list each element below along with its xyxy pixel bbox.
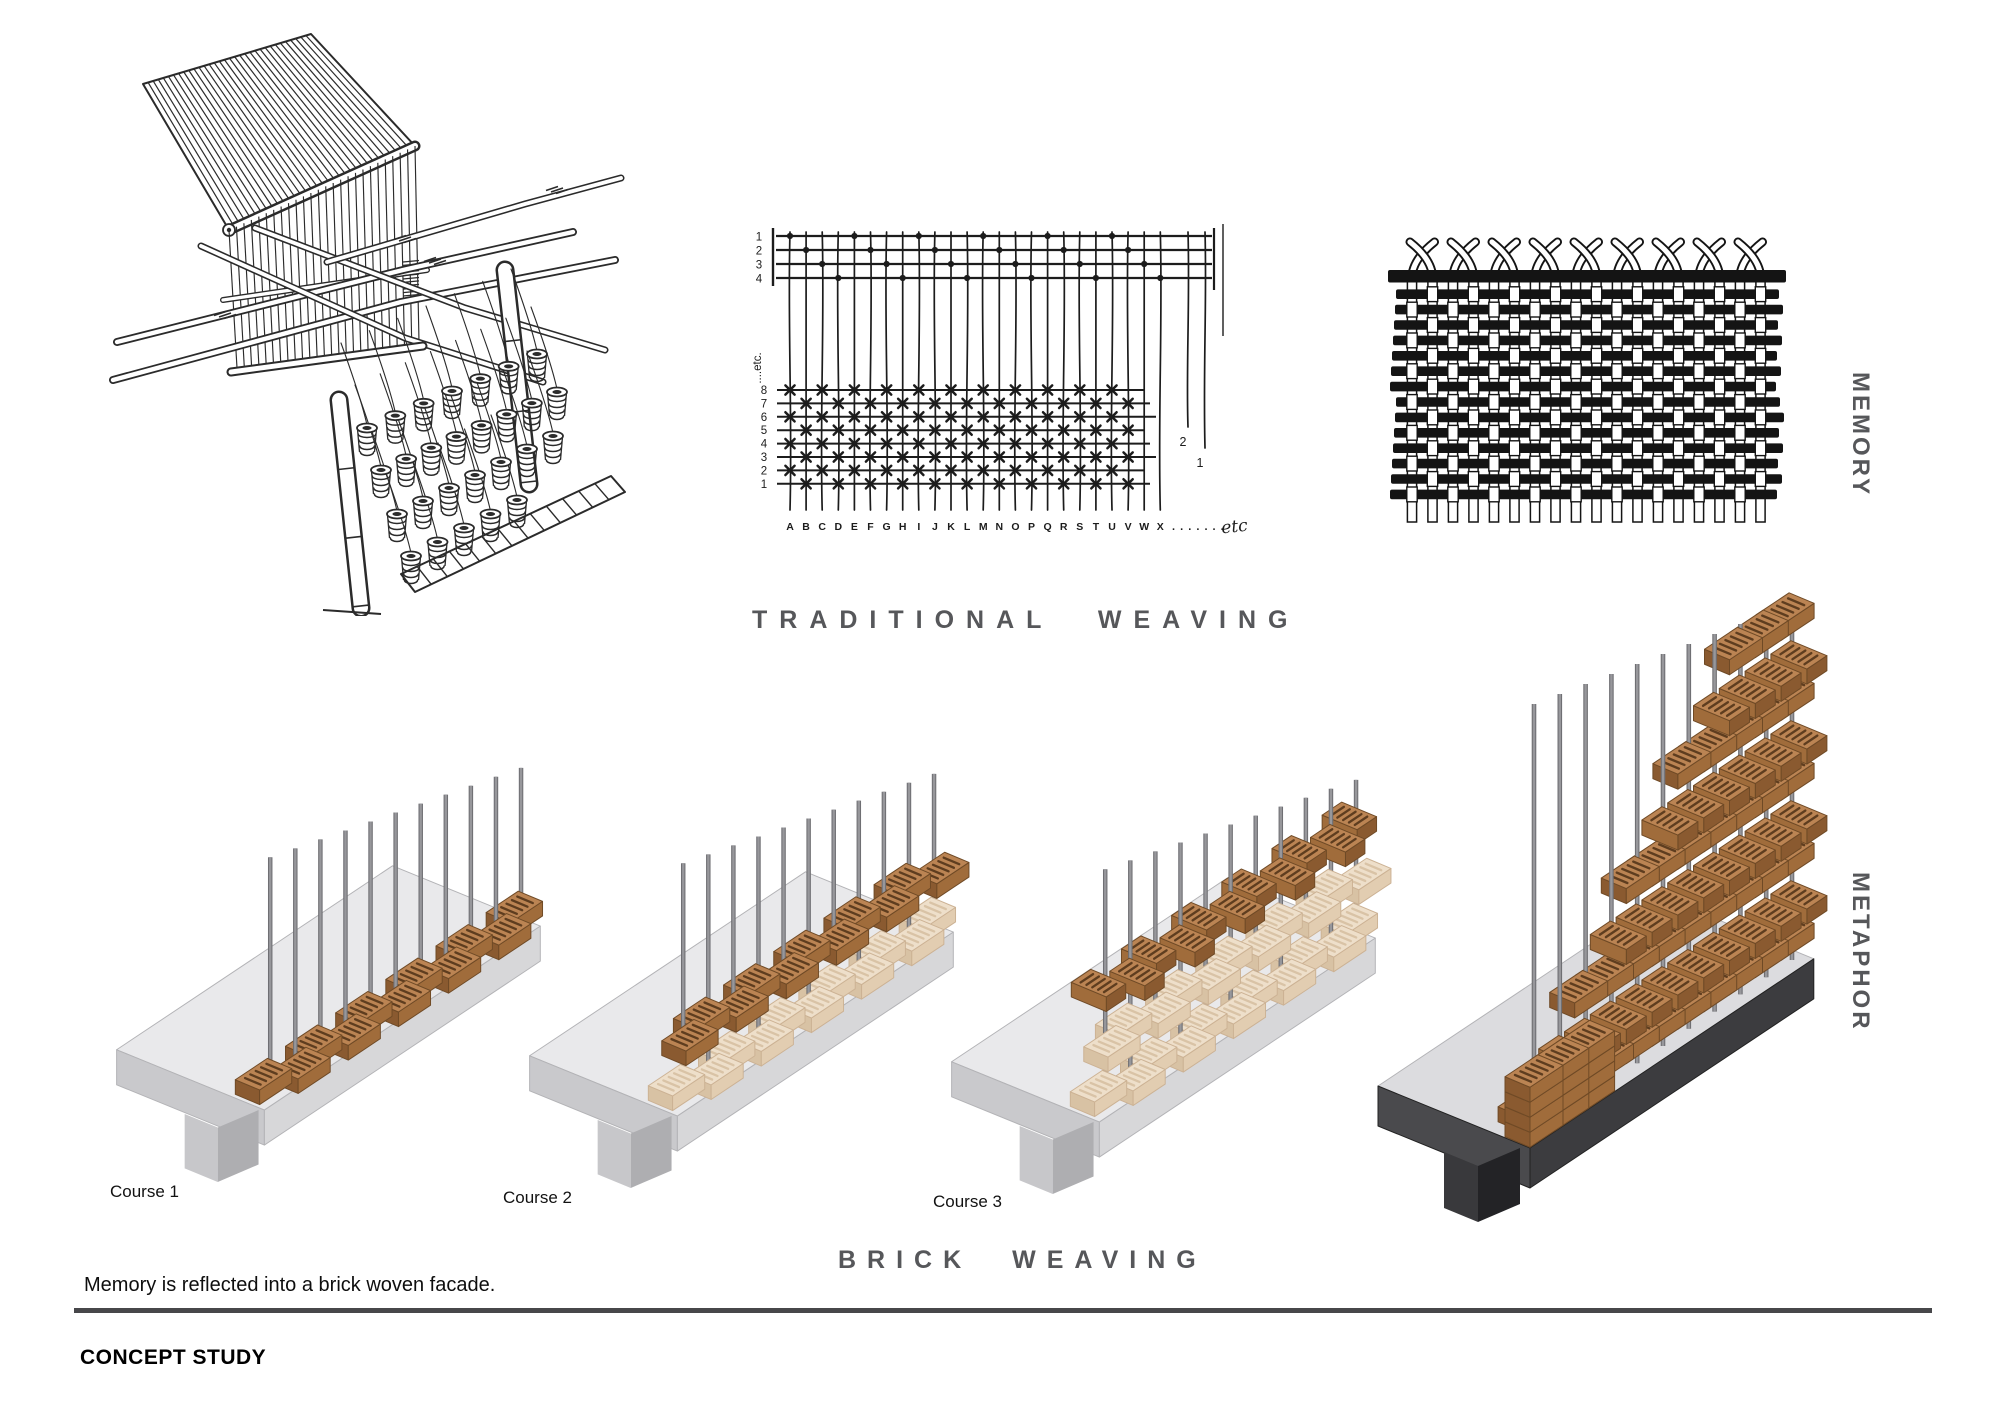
svg-text:Q: Q <box>1044 521 1052 533</box>
svg-text:M: M <box>979 521 988 533</box>
page-title: CONCEPT STUDY <box>80 1346 267 1369</box>
metaphor-side-label: METAPHOR <box>1847 872 1874 1032</box>
svg-text:. . . . . . .: . . . . . . . <box>1172 521 1225 533</box>
loom-sketch-illustration <box>109 33 626 616</box>
svg-text:J: J <box>932 521 938 533</box>
svg-text:etc: etc <box>1220 516 1249 539</box>
svg-text:R: R <box>1060 521 1068 533</box>
brick-course-2-diagram <box>529 773 970 1188</box>
svg-text:A: A <box>786 521 794 533</box>
svg-text:W: W <box>1139 521 1149 533</box>
brick-course-1-diagram <box>116 767 544 1182</box>
brick-full-weave-diagram <box>1377 592 1828 1222</box>
svg-text:6: 6 <box>761 412 767 424</box>
caption-text: Memory is reflected into a brick woven f… <box>84 1274 496 1296</box>
svg-text:X: X <box>1157 521 1164 533</box>
svg-text:S: S <box>1076 521 1083 533</box>
svg-text:K: K <box>947 521 955 533</box>
svg-text:4: 4 <box>761 439 768 451</box>
divider-rule <box>74 1308 1932 1313</box>
svg-text:L: L <box>964 521 971 533</box>
svg-text:....etc.: ....etc. <box>752 352 764 383</box>
svg-text:O: O <box>1011 521 1019 533</box>
svg-text:V: V <box>1125 521 1132 533</box>
svg-text:1: 1 <box>761 479 767 491</box>
brick-course-3-diagram <box>951 779 1392 1194</box>
svg-text:C: C <box>818 521 826 533</box>
svg-text:4: 4 <box>756 274 763 286</box>
traditional-weaving-heading: TRADITIONAL WEAVING <box>752 606 1300 634</box>
course-3-label: Course 3 <box>933 1192 1002 1211</box>
svg-text:2: 2 <box>756 246 762 258</box>
svg-text:E: E <box>851 521 858 533</box>
svg-text:7: 7 <box>761 398 767 410</box>
svg-text:8: 8 <box>761 385 767 397</box>
svg-text:G: G <box>883 521 891 533</box>
memory-side-label: MEMORY <box>1847 372 1874 498</box>
svg-text:B: B <box>802 521 810 533</box>
svg-text:1: 1 <box>1197 456 1204 470</box>
svg-text:F: F <box>867 521 874 533</box>
course-1-label: Course 1 <box>110 1182 179 1201</box>
svg-text:3: 3 <box>761 452 767 464</box>
svg-text:T: T <box>1093 521 1100 533</box>
svg-text:2: 2 <box>761 465 767 477</box>
brick-weaving-heading: BRICK WEAVING <box>838 1246 1207 1274</box>
svg-text:1: 1 <box>756 232 762 244</box>
svg-text:P: P <box>1028 521 1035 533</box>
svg-text:5: 5 <box>761 425 767 437</box>
svg-text:2: 2 <box>1180 435 1187 449</box>
woven-pattern-illustration <box>1388 237 1786 523</box>
svg-text:D: D <box>835 521 843 533</box>
svg-text:H: H <box>899 521 907 533</box>
svg-text:U: U <box>1108 521 1116 533</box>
svg-text:I: I <box>917 521 920 533</box>
svg-text:3: 3 <box>756 260 762 272</box>
svg-text:N: N <box>996 521 1004 533</box>
course-2-label: Course 2 <box>503 1188 572 1207</box>
